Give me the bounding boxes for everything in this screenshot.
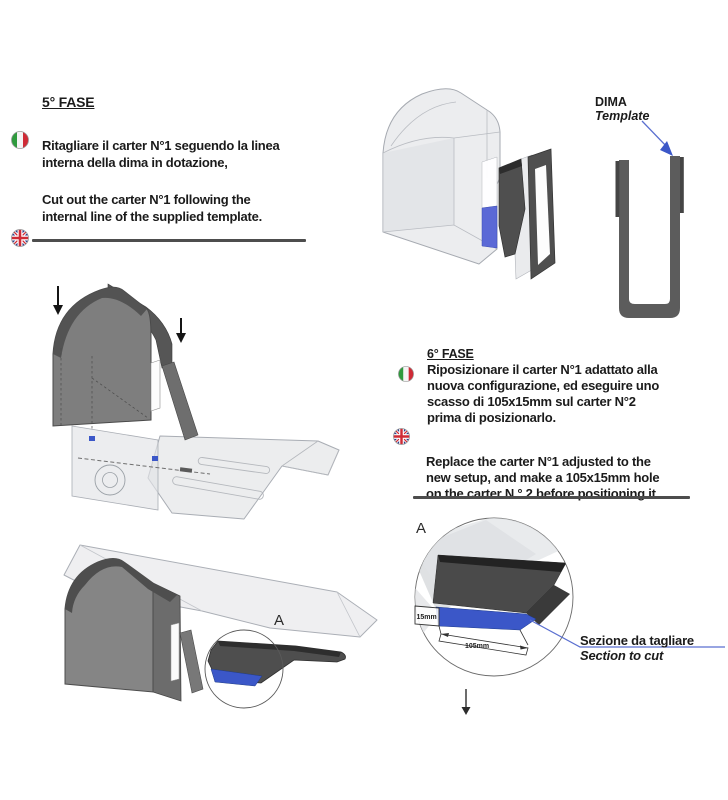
detail-reference-label: A (274, 612, 285, 629)
uk-flag-icon (393, 428, 410, 445)
template-callout-title: DIMA (595, 95, 627, 109)
fase6-heading: 6° FASE (427, 347, 474, 361)
assembly-middle-drawing (52, 283, 340, 520)
fase5-english-text: Cut out the carter N°1 following the int… (42, 191, 262, 225)
detail-indicator-circle (204, 629, 284, 709)
template-callout-subtitle: Template (595, 109, 650, 123)
mount-clip-blue (89, 436, 95, 441)
cut-section-label-en: Section to cut (580, 648, 664, 663)
uk-flag-icon (11, 229, 29, 247)
detail-view-label: A (416, 520, 427, 537)
text-line: on the carter N ° 2 before positioning i… (426, 486, 660, 501)
template-arrow-head (660, 141, 673, 156)
italy-flag-icon (398, 366, 414, 382)
fase5-italian-text: Ritagliare il carter N°1 seguendo la lin… (42, 137, 280, 171)
text-line: interna della dima in dotazione, (42, 155, 228, 170)
highlighted-blue-panel (481, 205, 498, 249)
cut-section-leader-line (529, 619, 725, 648)
down-arrow-icon (461, 689, 471, 715)
cut-section-label-it: Sezione da tagliare (580, 633, 694, 648)
text-line: Riposizionare il carter N°1 adattato all… (427, 362, 658, 377)
text-line: nuova configurazione, ed eseguire uno (427, 378, 660, 393)
assembly-bottom-drawing (63, 544, 378, 709)
detail-view-drawing: 15mm 105mm (414, 517, 574, 677)
text-line: Cut out the carter N°1 following the (42, 192, 251, 207)
template-drawing (615, 120, 684, 318)
text-line: new setup, and make a 105x15mm hole (426, 470, 660, 485)
fase6-english-text: Replace the carter N°1 adjusted to the n… (426, 454, 660, 502)
section5-divider (32, 239, 306, 242)
fase5-heading: 5° FASE (42, 94, 95, 110)
text-line: scasso di 105x15mm sul carter N°2 (427, 394, 636, 409)
section6-divider (413, 496, 690, 499)
dim-height-label: 15mm (417, 614, 437, 621)
dim-width-label: 105mm (465, 643, 489, 650)
down-arrow-icon (176, 318, 186, 343)
u-template-shape (619, 156, 680, 318)
fase6-italian-text: Riposizionare il carter N°1 adattato all… (427, 362, 659, 426)
text-line: prima di posizionarlo. (427, 410, 556, 425)
down-arrow-icon (53, 286, 63, 315)
housing-exploded-drawing (382, 88, 556, 280)
text-line: internal line of the supplied template. (42, 209, 262, 224)
mount-clip-blue (152, 456, 158, 461)
blue-cut-section (210, 668, 263, 687)
text-line: Ritagliare il carter N°1 seguendo la lin… (42, 138, 280, 153)
text-line: Replace the carter N°1 adjusted to the (426, 454, 651, 469)
italy-flag-icon (11, 131, 29, 149)
